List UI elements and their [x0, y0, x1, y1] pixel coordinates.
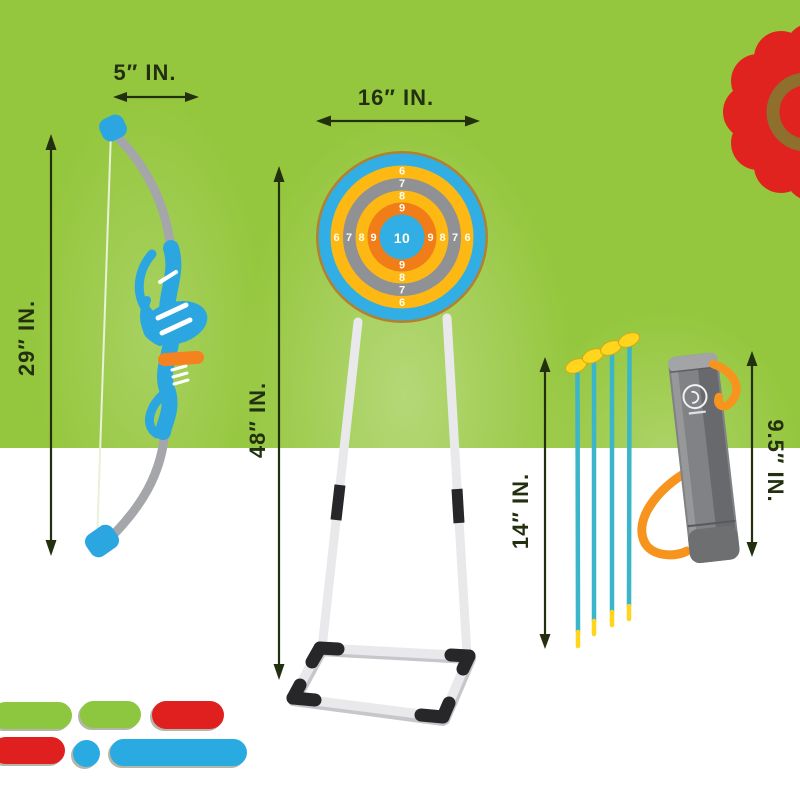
bow-top-tip — [99, 114, 127, 142]
flower-center-ring — [766, 72, 800, 152]
arrow-set-illustration — [565, 332, 640, 649]
svg-text:7: 7 — [399, 285, 405, 297]
bow-height-label: 29″ IN. — [14, 299, 39, 377]
pill-green-1 — [0, 702, 72, 729]
quiver-body — [668, 352, 740, 564]
left-leg-black-joint — [330, 484, 346, 521]
base-corner-connectors — [286, 641, 476, 724]
bow-lower-limb — [99, 425, 170, 549]
target-bullseye — [379, 214, 425, 260]
svg-text:9: 9 — [399, 203, 405, 215]
stand-illustration — [286, 313, 476, 726]
quiver-bottom-cap — [688, 525, 740, 564]
measurement-arrows — [45, 92, 758, 680]
stand-height-label: 48″ IN. — [245, 381, 270, 459]
target-score-numbers: 6 7 8 9 9 8 7 6 6 7 8 9 9 8 7 6 10 — [333, 166, 470, 310]
quiver-top-cap — [668, 352, 719, 372]
stand-height-arrow — [273, 166, 285, 680]
svg-text:7: 7 — [399, 178, 405, 190]
svg-text:9: 9 — [370, 232, 376, 244]
svg-text:7: 7 — [346, 232, 352, 244]
svg-text:9: 9 — [427, 232, 433, 244]
pill-red-2 — [0, 737, 65, 764]
bow-riser — [134, 240, 208, 440]
brand-logo — [682, 384, 708, 415]
arrow-4 — [618, 332, 640, 622]
bow-string — [96, 130, 112, 543]
svg-text:8: 8 — [439, 232, 445, 244]
bow-orange-knob — [158, 350, 204, 367]
pill-red-1 — [152, 701, 224, 729]
svg-text:10: 10 — [394, 230, 411, 246]
arrow-length-arrow — [539, 357, 551, 649]
flower-decoration — [723, 25, 800, 199]
svg-text:9: 9 — [399, 260, 405, 272]
quiver-bottom-strap — [637, 465, 695, 560]
bow-height-arrow — [45, 134, 57, 556]
svg-text:6: 6 — [333, 232, 339, 244]
bow-bottom-tip — [84, 524, 120, 558]
bow-illustration — [84, 114, 208, 558]
svg-text:8: 8 — [399, 191, 405, 203]
quiver-height-arrow — [746, 351, 758, 557]
svg-text:8: 8 — [358, 232, 364, 244]
svg-text:6: 6 — [399, 166, 405, 178]
quiver-illustration — [637, 352, 741, 564]
pill-blue-dot — [73, 740, 100, 767]
quiver-top-strap — [708, 359, 741, 411]
svg-text:8: 8 — [399, 272, 405, 284]
svg-text:6: 6 — [464, 232, 470, 244]
target-width-label: 16″ IN. — [357, 85, 435, 110]
bow-width-arrow — [113, 92, 199, 102]
target-width-arrow — [316, 115, 480, 127]
flower-petals — [723, 25, 800, 199]
arrow-3 — [600, 340, 622, 628]
arrow-2 — [582, 348, 604, 637]
right-leg-black-joint — [451, 488, 465, 524]
target-illustration: 6 7 8 9 9 8 7 6 6 7 8 9 9 8 7 6 10 — [316, 151, 488, 323]
svg-text:6: 6 — [399, 297, 405, 309]
bow-width-label: 5″ IN. — [113, 60, 177, 85]
bow-upper-limb — [107, 127, 176, 255]
pill-green-2 — [80, 701, 141, 728]
quiver-height-label: 9.5″ IN. — [763, 419, 788, 503]
arrow-1 — [565, 358, 587, 649]
arrow-length-label: 14″ IN. — [508, 472, 533, 550]
bow-riser-stripes — [155, 270, 193, 386]
stand-right-leg — [442, 313, 472, 660]
pill-blue-1 — [110, 739, 247, 766]
svg-text:7: 7 — [452, 232, 458, 244]
